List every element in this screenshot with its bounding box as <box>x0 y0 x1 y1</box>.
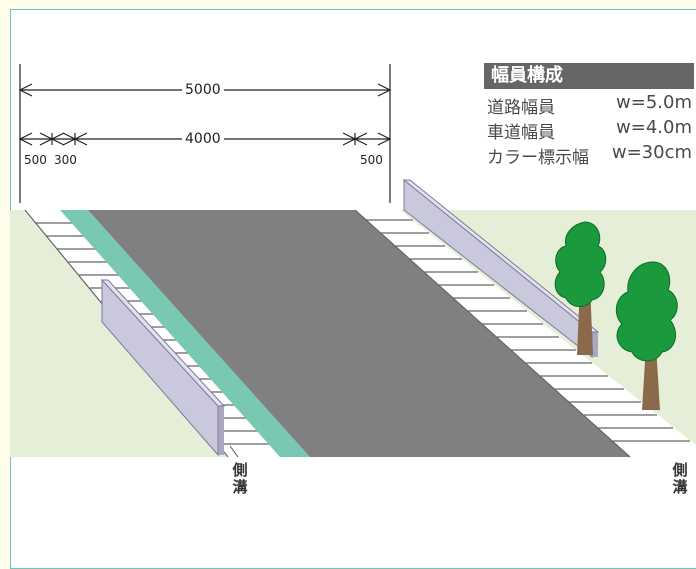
legend-title: 幅員構成 <box>484 63 694 89</box>
legend-label: カラー標示幅 <box>487 148 589 168</box>
left-drain-label: 側溝 <box>232 461 248 496</box>
legend-value: w=30cm <box>611 142 692 163</box>
dimension-total-label: 5000 <box>182 82 224 98</box>
legend-value: w=4.0m <box>616 117 692 138</box>
dimension-color-band-label: 300 <box>54 153 77 167</box>
right-wall <box>402 178 600 359</box>
left-drain-marker <box>229 445 239 458</box>
left-wall <box>100 278 226 457</box>
dimension-right-margin-label: 500 <box>360 153 383 167</box>
tree-back <box>554 221 607 355</box>
legend-label: 道路幅員 <box>487 98 555 118</box>
legend-row-color-band-width: カラー標示幅 w=30cm <box>484 139 694 168</box>
tree-front <box>615 261 678 410</box>
road-illustration <box>10 64 696 458</box>
carriageway <box>88 210 630 457</box>
dimension-carriageway-label: 4000 <box>182 131 224 147</box>
dimension-left-margin-label: 500 <box>24 153 47 167</box>
right-drain-label: 側溝 <box>672 461 688 496</box>
width-composition-legend: 幅員構成 道路幅員 w=5.0m 車道幅員 w=4.0m カラー標示幅 w=30… <box>484 63 694 168</box>
color-band <box>60 210 310 457</box>
legend-value: w=5.0m <box>616 92 692 113</box>
right-sidewalk-joints <box>354 209 690 458</box>
legend-label: 車道幅員 <box>487 123 555 143</box>
legend-row-road-width: 道路幅員 w=5.0m <box>484 89 694 118</box>
legend-row-carriageway-width: 車道幅員 w=4.0m <box>484 114 694 143</box>
